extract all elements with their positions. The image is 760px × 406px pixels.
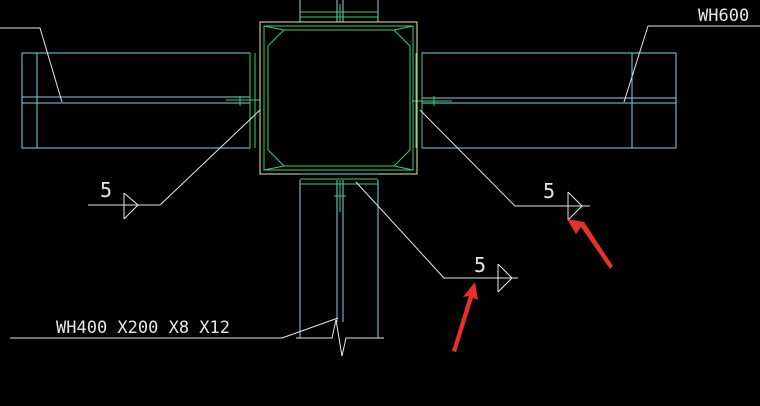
bottom-beam-plates bbox=[300, 178, 378, 212]
beam-label-leader-right bbox=[623, 25, 760, 103]
weld-size-right: 5 bbox=[543, 179, 555, 203]
beam-label-leader-left bbox=[0, 27, 63, 103]
red-arrow-bottom bbox=[452, 282, 478, 352]
weld-size-bottom: 5 bbox=[474, 253, 486, 277]
beam-label-right: WH600 bbox=[698, 6, 749, 26]
beam-label-leader-bottom bbox=[10, 317, 339, 339]
left-beam-stiffener bbox=[226, 53, 260, 148]
top-stub-plates bbox=[300, 4, 378, 22]
beam-label-bottom: WH400 X200 X8 X12 bbox=[56, 318, 230, 338]
right-beam-stiffener bbox=[412, 53, 452, 148]
weld-size-left: 5 bbox=[100, 178, 112, 202]
weld-symbol-right bbox=[419, 109, 590, 221]
weld-symbol-left bbox=[88, 109, 261, 220]
red-arrow-right bbox=[567, 219, 613, 269]
top-beam-stub bbox=[299, 0, 379, 22]
bottom-beam-break-symbol bbox=[296, 319, 384, 357]
weld-symbol-bottom bbox=[355, 181, 518, 293]
